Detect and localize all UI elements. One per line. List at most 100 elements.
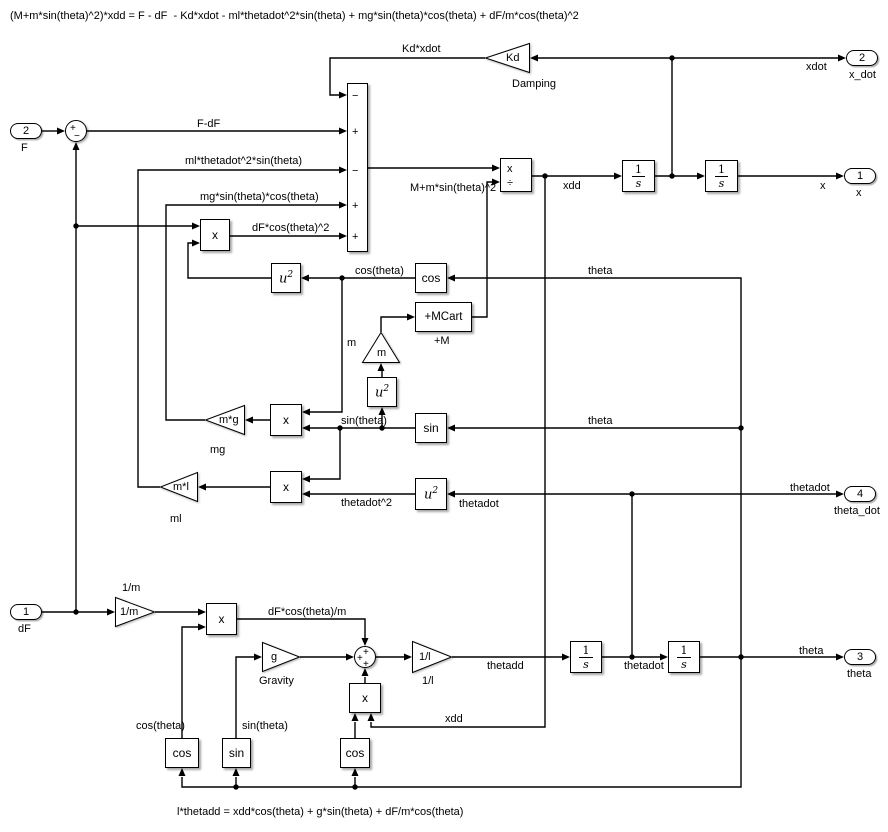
cos-bottom-block[interactable]: cos [340,738,370,768]
sum-thetadd[interactable]: + + + [354,646,376,670]
square-thetadot-block[interactable]: u2 [415,478,447,510]
outport-x-label: x [856,187,862,199]
gain-triangle-left [483,42,530,74]
product-label: x [218,612,225,626]
product-label: x [283,480,289,494]
signal-x: x [820,180,826,192]
signal-xdd-bottom: xdd [445,713,463,725]
outport-x[interactable]: 1 [844,168,876,184]
sum-sign: − [352,165,359,177]
signal-f-df: F-dF [197,118,221,130]
sum-sign: + [363,647,369,658]
square-cos-block[interactable]: u2 [271,263,301,293]
signal-ml-term: ml*thetadot^2*sin(theta) [185,155,303,167]
gain-gravity[interactable]: g [262,641,301,673]
gain-triangle-right [412,640,453,674]
gain-damping[interactable]: Kd [483,42,530,74]
gain-mg[interactable]: m*g [204,404,245,436]
gain-triangle-left [159,471,198,503]
gain-value: 1/l [419,651,431,663]
gain-ml[interactable]: m*l [159,471,198,503]
gain-ml-name: ml [170,513,182,525]
signal-cos-theta: cos(theta) [355,265,404,277]
sum-sign: + [352,231,359,243]
sin-theta-block[interactable]: sin [415,413,447,443]
equation-bottom: l*thetadd = xdd*cos(theta) + g*sin(theta… [177,806,464,818]
signal-xdd: xdd [563,180,581,192]
gain-mg-name: mg [210,444,226,456]
inport-dF-label: dF [18,623,31,635]
outport-theta[interactable]: 3 [844,649,876,665]
signal-thetadot-left: thetadot [459,498,499,510]
outport-x-dot[interactable]: 2 [846,50,878,66]
gain-triangle-left [204,404,245,436]
sum-main[interactable]: − + − + + [347,83,368,252]
sum-sign: + [352,126,359,138]
gain-inv-m[interactable]: 1/m [115,596,156,628]
divide-times-sign: x [507,163,513,175]
sum-sign: + [70,123,76,134]
gain-value: m*g [219,414,239,426]
gain-m-name: m [347,337,357,349]
outport-x-dot-label: x_dot [849,69,876,81]
signal-sin-theta: sin(theta) [341,415,387,427]
signal-sin-theta-bottom: sin(theta) [242,720,288,732]
outport-theta-dot[interactable]: 4 [844,486,876,502]
signal-df-cos2: dF*cos(theta)^2 [252,222,330,234]
divide-divide-sign: ÷ [507,177,514,189]
gain-value: m [377,347,387,359]
inport-F-label: F [21,142,28,154]
outport-theta-label: theta [847,668,872,680]
gain-value: g [271,651,278,663]
product-thetadot2-sin[interactable]: x [270,471,302,503]
u-squared-label: u2 [278,269,294,287]
sum-F-dF[interactable]: + − [65,120,87,142]
divide-block[interactable]: x ÷ [500,158,532,192]
signal-thetadot-bottom: thetadot [624,660,664,672]
gain-damping-name: Damping [512,78,557,90]
gain-gravity-name: Gravity [259,675,294,687]
gain-inv-l-name: 1/l [422,675,434,687]
inport-F[interactable]: 2 [10,123,42,139]
u-squared-label: u2 [423,485,439,503]
signal-kd-xdot: Kd*xdot [402,43,441,55]
cos-theta-block[interactable]: cos [415,263,447,293]
signal-thetadot-right: thetadot [790,482,830,494]
sum-sign: − [352,90,359,102]
cos-label: cos [421,271,441,285]
sin-bottom-block[interactable]: sin [222,738,251,768]
sum-sign: + [357,653,363,664]
cos-bottom-left-block[interactable]: cos [165,738,199,768]
product-sin-cos[interactable]: x [270,404,302,436]
square-sin-block[interactable]: u2 [367,377,397,407]
signal-xdot: xdot [806,61,827,73]
inport-dF[interactable]: 1 [10,604,42,620]
product-label: x [362,691,368,705]
gain-m[interactable]: m [361,331,401,363]
sum-sign: + [363,659,369,670]
product-dF-cos-m[interactable]: x [206,603,237,635]
product-label: x [283,413,289,427]
signal-theta-out: theta [799,645,824,657]
equation-top: (M+m*sin(theta)^2)*xdd = F - dF - Kd*xdo… [10,10,579,22]
product-dF-cos2[interactable]: x [200,219,230,251]
gain-inv-l[interactable]: 1/l [412,640,453,674]
signal-theta-lower: theta [588,415,613,427]
bias-mcart-block[interactable]: +MCart [415,302,472,332]
signal-m-m-sin2: M+m*sin(theta)^2 [410,182,497,194]
product-xdd-cos[interactable]: x [349,683,381,713]
gain-inv-m-name: 1/m [122,582,141,594]
sum-sign: + [352,200,359,212]
gain-value: Kd [506,52,520,64]
outport-theta-dot-label: theta_dot [834,505,880,517]
sin-label: sin [423,421,439,435]
